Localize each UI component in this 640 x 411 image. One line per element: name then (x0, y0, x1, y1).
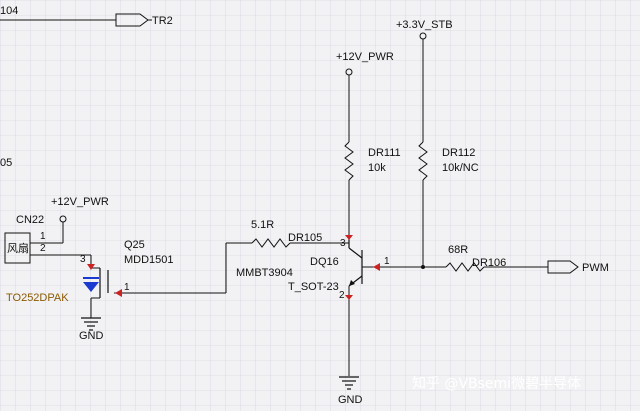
stb-rail-label: +3.3V_STB (396, 19, 453, 31)
r68-value: 68R (448, 244, 468, 256)
pwr-top-label: +12V_PWR (336, 51, 394, 63)
gnd-left-icon (81, 317, 101, 331)
gnd-left-label: GND (79, 330, 104, 342)
tr2-port-icon (115, 13, 149, 27)
edge-label-mid: 05 (0, 157, 12, 169)
dq16-transistor (345, 235, 423, 376)
dr112-value: 10k/NC (442, 162, 479, 174)
dr106-resistor (445, 262, 485, 272)
pwm-label: PWM (582, 262, 609, 274)
dr105-label: DR105 (288, 232, 322, 244)
r51-value: 5.1R (251, 219, 274, 231)
q25-drain-marker (87, 264, 95, 270)
dr112-label: DR112 (442, 147, 475, 159)
dq16-emitter-marker (345, 295, 353, 300)
dq16-base-marker (373, 263, 380, 271)
fan-label: 风扇 (7, 241, 29, 255)
watermark: 知乎 @VBsemi微碧半导体 (412, 375, 581, 392)
cn22-pin2: 2 (40, 243, 46, 254)
mmbt-part: MMBT3904 (236, 267, 293, 279)
q25-gate-marker (115, 289, 122, 297)
pwr-left-label: +12V_PWR (51, 196, 109, 208)
dr111-value: 10k (368, 162, 386, 174)
q25-pin3: 3 (80, 254, 86, 265)
tr2-net (0, 13, 152, 27)
tr2-label: TR2 (152, 15, 173, 27)
dr111-label: DR111 (368, 147, 401, 159)
q25-package: TO252DPAK (6, 292, 69, 304)
q25-mosfet (83, 255, 226, 318)
dq16-pin2: 2 (339, 290, 345, 301)
cn22-label: CN22 (16, 214, 44, 226)
tsot-package: T_SOT-23 (288, 281, 339, 293)
edge-label-top: 104 (0, 5, 18, 17)
cn22-connector (4, 232, 31, 264)
dr111-resistor (344, 141, 354, 181)
dq16-pin1: 1 (384, 256, 390, 267)
q25-part: MDD1501 (124, 254, 174, 266)
gnd-right-label: GND (338, 394, 363, 406)
q25-pin1: 1 (124, 282, 130, 293)
q25-label: Q25 (124, 239, 145, 251)
dq16-collector-marker (345, 235, 353, 240)
cn22-pin1: 1 (40, 231, 46, 242)
dq16-label: DQ16 (310, 256, 339, 268)
dr106-label: DR106 (472, 257, 506, 269)
dr105-resistor (251, 238, 291, 248)
q25-body-diode-icon (83, 282, 99, 292)
gnd-right-icon (339, 376, 359, 390)
pwm-port-icon (547, 260, 579, 274)
dr112-resistor (418, 141, 428, 181)
